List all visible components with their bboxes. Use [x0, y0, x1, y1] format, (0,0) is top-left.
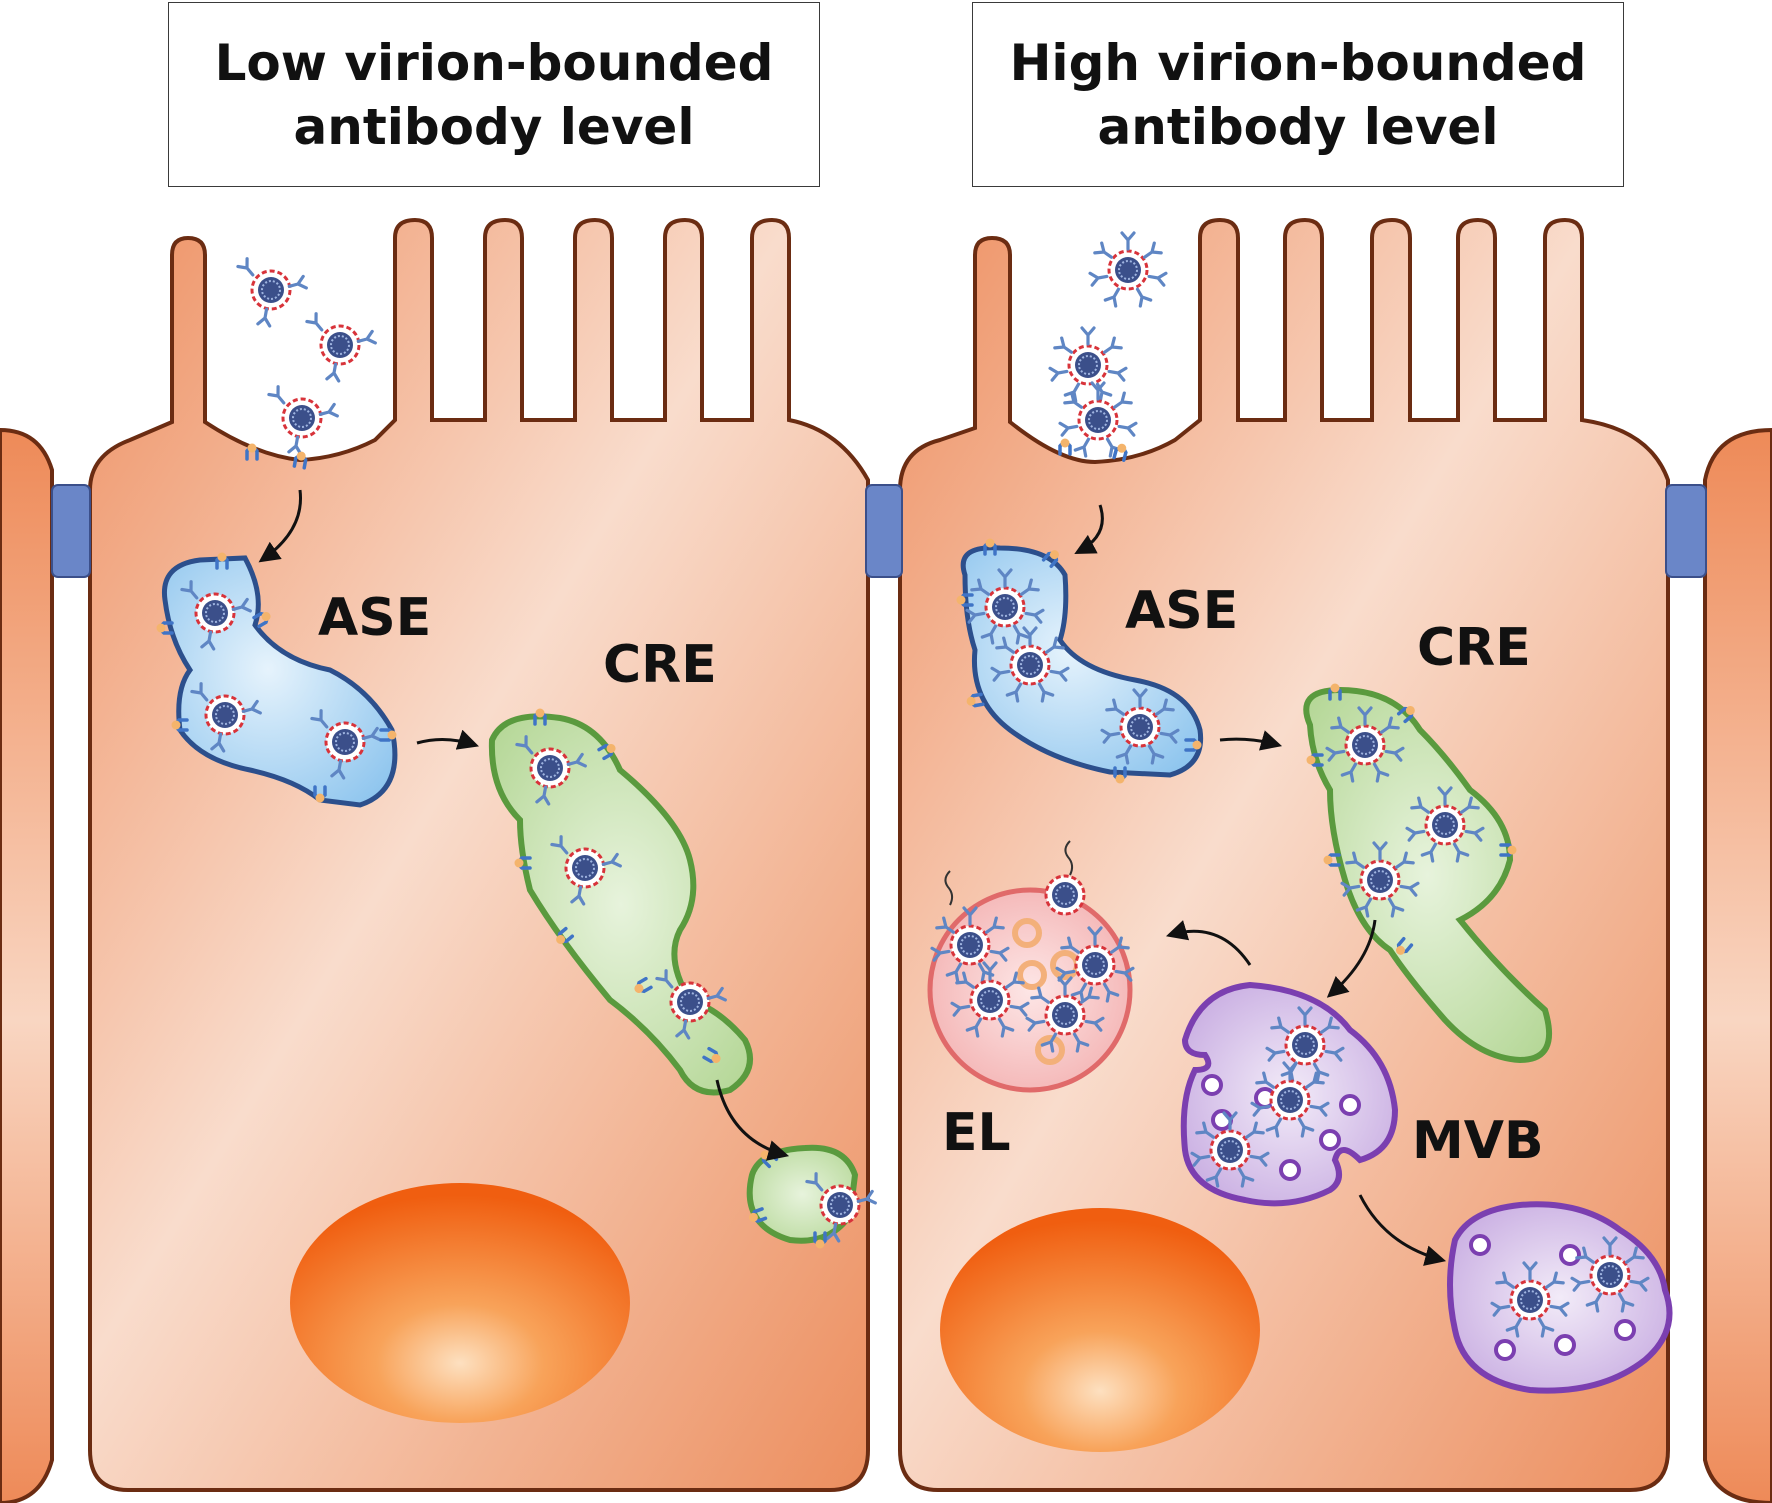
side-cell-left [0, 427, 54, 1503]
tight-junction-1 [51, 484, 91, 578]
label-ase-right: ASE [1125, 581, 1238, 641]
cre-right [1303, 681, 1552, 1064]
arrows-left [258, 489, 790, 1161]
arrows-right [1074, 504, 1447, 1266]
title-high-antibody: High virion-bounded antibody level [972, 2, 1624, 187]
label-el-right: EL [942, 1103, 1011, 1163]
nucleus-right [940, 1208, 1260, 1452]
tight-junction-3 [1665, 484, 1707, 578]
label-cre-right: CRE [1417, 618, 1531, 678]
nucleus-left [290, 1183, 630, 1423]
cre-left [488, 706, 753, 1096]
label-ase-left: ASE [318, 588, 431, 648]
side-cell-right [1703, 427, 1772, 1503]
mvb-right [1180, 981, 1399, 1207]
mvb-vesicle-right [1447, 1201, 1673, 1394]
label-mvb-right: MVB [1412, 1111, 1544, 1171]
title-low-antibody: Low virion-bounded antibody level [168, 2, 820, 187]
label-cre-left: CRE [603, 635, 717, 695]
ase-left [154, 550, 399, 808]
cell-left [88, 217, 870, 1492]
ase-right [954, 536, 1204, 786]
virions-apical-left [238, 259, 375, 470]
virions-apical-right [1050, 233, 1166, 462]
el-right [927, 840, 1133, 1093]
tight-junction-2 [865, 484, 903, 578]
